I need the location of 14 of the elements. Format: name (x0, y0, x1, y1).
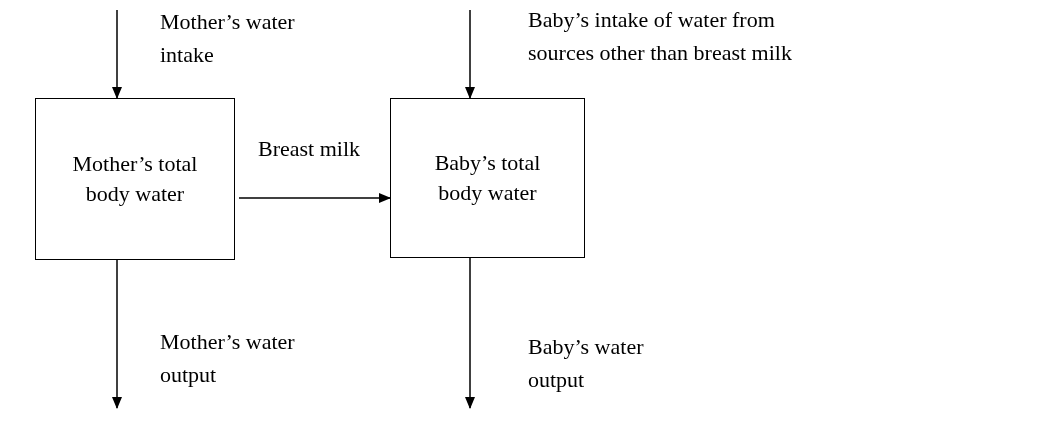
box-label: Baby’s total body water (433, 149, 542, 207)
edge-label: Baby’s water output (528, 333, 645, 394)
process-box (35, 98, 235, 260)
box-label: Mother’s total body water (71, 150, 199, 208)
arrow (465, 9, 475, 99)
edge-label: Mother’s water intake (160, 8, 295, 69)
process-box (390, 98, 585, 258)
edge-label: Baby’s intake of water from sources other than breast milk (528, 6, 793, 67)
arrow (112, 9, 122, 99)
arrow (112, 259, 122, 409)
arrow (465, 257, 475, 409)
arrow (238, 193, 391, 203)
edge-label: Breast milk (258, 135, 362, 163)
edge-label: Mother’s water output (160, 328, 296, 389)
